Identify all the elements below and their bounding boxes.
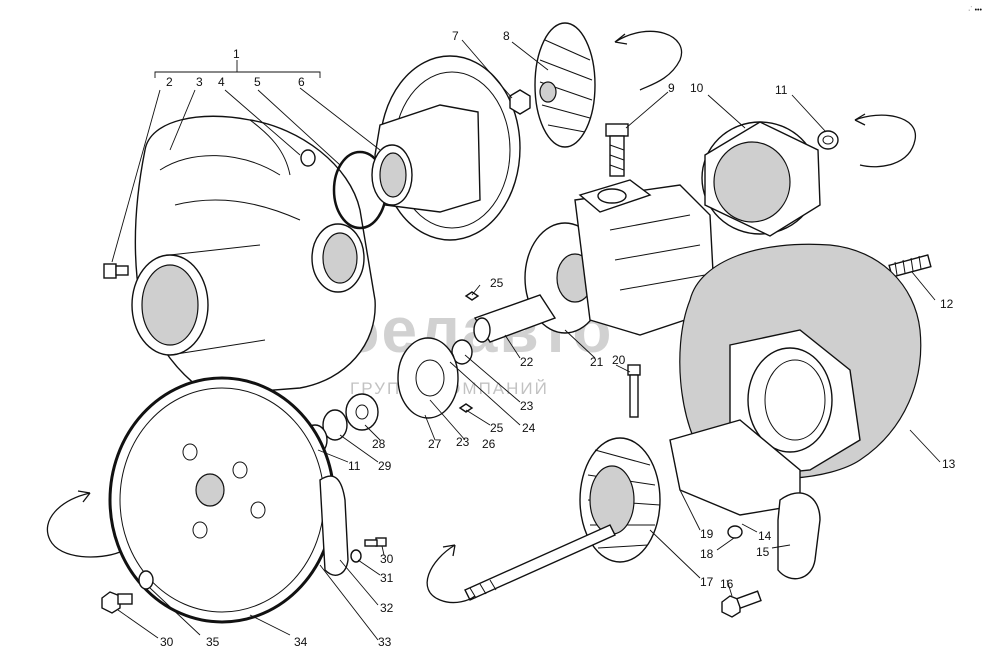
- washer-18: [727, 525, 743, 539]
- callout-7: 7: [452, 29, 459, 43]
- callout-23-right: 23: [520, 399, 534, 413]
- callout-12: 12: [940, 297, 954, 311]
- callout-26: 26: [482, 437, 496, 451]
- oil-fitting: [605, 123, 629, 177]
- diffuser-plate: [371, 55, 521, 241]
- ring-23: [451, 339, 473, 365]
- callout-22: 22: [520, 355, 534, 369]
- callout-33: 33: [378, 635, 392, 649]
- callout-11-top: 11: [775, 83, 788, 97]
- callout-6: 6: [298, 75, 305, 89]
- gasket-33: [319, 475, 349, 576]
- callout-23-lower: 23: [456, 435, 470, 449]
- corner-mark: ·˙ •••: [968, 6, 983, 14]
- turbine-wheel-shaft: [464, 437, 661, 601]
- heat-shield-ring: [701, 121, 821, 237]
- washer-31: [350, 549, 362, 563]
- compressor-housing: [131, 115, 376, 396]
- callout-35: 35: [206, 635, 220, 649]
- callout-10: 10: [690, 81, 704, 95]
- callout-30-right: 30: [380, 552, 394, 566]
- callout-11-lower: 11: [348, 459, 361, 473]
- callout-9: 9: [668, 81, 675, 95]
- ring-28: [345, 393, 379, 431]
- callout-14: 14: [758, 529, 772, 543]
- callout-3: 3: [196, 75, 203, 89]
- callout-25-top: 25: [490, 276, 504, 290]
- thrust-plate: [397, 337, 459, 419]
- callout-16: 16: [720, 577, 734, 591]
- callout-4: 4: [218, 75, 225, 89]
- shaft-sleeve: [473, 294, 557, 343]
- bolt-30-lower: [101, 591, 133, 614]
- callout-20: 20: [612, 353, 626, 367]
- clip-25-bottom: [458, 403, 474, 413]
- callout-5: 5: [254, 75, 261, 89]
- callout-18: 18: [700, 547, 714, 561]
- callout-34: 34: [294, 635, 308, 649]
- bolt-20: [627, 364, 641, 418]
- bolt-30-right: [364, 537, 387, 547]
- clip-25-top: [464, 291, 480, 301]
- callout-1: 1: [233, 47, 240, 61]
- seal-ring-5: [300, 149, 316, 167]
- callout-8: 8: [503, 29, 510, 43]
- callout-31: 31: [380, 571, 394, 585]
- callout-29: 29: [378, 459, 392, 473]
- callout-32: 32: [380, 601, 394, 615]
- callout-13: 13: [942, 457, 956, 471]
- housing-bolt: [103, 263, 129, 279]
- callout-27: 27: [428, 437, 442, 451]
- turbine-housing: [669, 243, 922, 516]
- bolt-16: [721, 590, 762, 618]
- callout-24: 24: [522, 421, 536, 435]
- callout-2: 2: [166, 75, 173, 89]
- nut-11-top: [817, 130, 839, 150]
- callout-21: 21: [590, 355, 604, 369]
- impeller-nut: [509, 89, 531, 115]
- callout-28: 28: [372, 437, 386, 451]
- ring-29: [322, 409, 348, 441]
- stud-12: [888, 254, 932, 278]
- gasket-15: [777, 492, 821, 580]
- callout-25-lower: 25: [490, 421, 504, 435]
- leader-lines: [111, 39, 941, 641]
- washer-35: [138, 570, 154, 590]
- callout-labels: 1 2 3 4 5 6 7 8 9 10 11 11 12 13 14 15 1…: [160, 29, 956, 649]
- callout-17: 17: [700, 575, 714, 589]
- compressor-wheel: [534, 22, 596, 148]
- rotation-arrows: [46, 30, 916, 604]
- callout-15: 15: [756, 545, 770, 559]
- callout-19: 19: [700, 527, 714, 541]
- callout-30-lower: 30: [160, 635, 174, 649]
